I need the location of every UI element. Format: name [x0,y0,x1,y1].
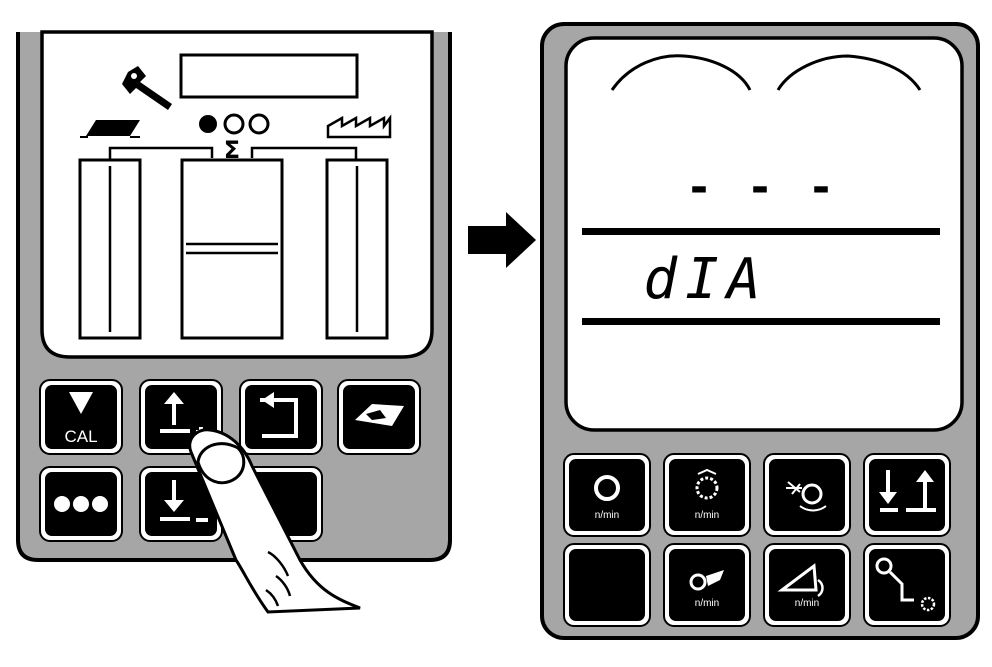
rotor-icon [695,476,719,500]
spreader-disc-key[interactable] [763,453,851,537]
dots-key[interactable] [39,466,123,542]
fan-rpm-key[interactable]: n/min [663,543,751,627]
down-triangle-icon [69,392,93,414]
right-arc [776,54,922,91]
return-arrow-icon [260,392,298,438]
gear-icon [920,596,936,612]
field-icon [80,120,140,138]
cal-label: CAL [64,427,97,446]
down-up-arrows-icon [879,470,936,512]
down-arrow-minus-icon [160,480,208,522]
left-arc [610,54,752,91]
wrench-icon [122,66,172,110]
connector-right [250,146,358,160]
upper-divider [582,228,940,235]
dia-readout: dIA [643,247,768,312]
fan-icon [689,573,707,591]
drum-icon [594,475,620,501]
left-control-panel: Σ CAL [16,30,452,614]
field-bar [78,158,142,340]
cal-down-key[interactable]: CAL [39,379,123,455]
hitch-icon [875,557,893,575]
enter-back-key[interactable] [239,379,323,455]
unit-label: n/min [695,510,719,521]
blank-key[interactable] [563,543,651,627]
spreader-disc-icon [801,483,823,505]
hitch-settings-key[interactable] [863,543,951,627]
unit-label: n/min [695,598,719,609]
drum-rpm-key[interactable]: n/min [563,453,651,537]
left-text-field [179,53,359,99]
factory-bar [325,158,389,340]
right-control-panel: - - - dIA n/min n/min [540,22,980,640]
pto-rpm-key[interactable]: n/min [763,543,851,627]
unit-label: n/min [595,510,619,521]
factory-icon [326,114,392,139]
total-bar [180,158,284,340]
lower-divider [582,318,940,325]
dots-indicator [199,113,270,135]
down-minus-key[interactable] [139,466,223,542]
sum-icon: Σ [224,136,240,164]
connector-left [108,146,214,160]
finger-illustration [188,428,361,614]
rotor-rpm-key[interactable]: n/min [663,453,751,537]
dashes-readout: - - - [686,162,838,213]
fingernail [196,442,246,485]
arrow-right-icon [468,212,536,268]
angle-icon [777,563,818,592]
unit-label: n/min [795,598,819,609]
tank-key[interactable] [337,379,421,455]
up-down-key[interactable] [863,453,951,537]
